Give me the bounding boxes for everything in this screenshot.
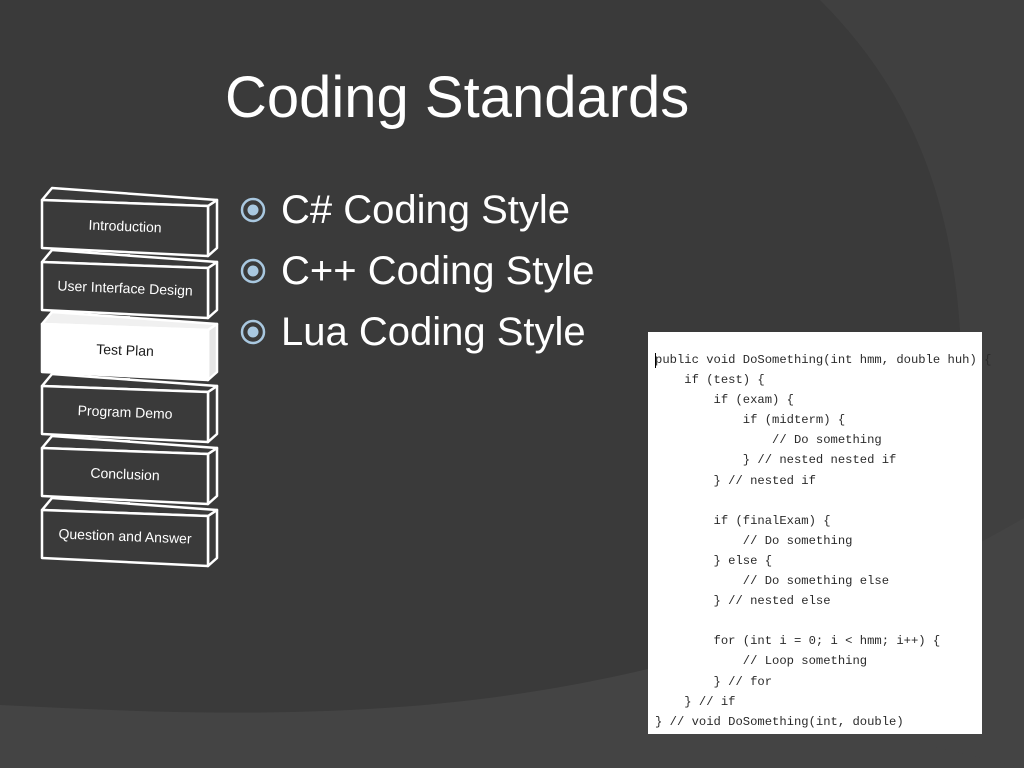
agenda-step-label: Introduction [88, 217, 162, 236]
code-line: if (finalExam) { [655, 513, 831, 528]
circled-dot-icon [240, 258, 266, 284]
code-line: // Loop something [655, 654, 868, 669]
agenda-step: User Interface Design [40, 248, 219, 330]
bullet-text: Lua Coding Style [281, 310, 586, 354]
code-line [655, 491, 982, 511]
agenda-step-label: Test Plan [96, 341, 154, 359]
code-line: } // nested if [655, 473, 816, 488]
code-line: if (midterm) { [655, 413, 846, 428]
circled-dot-icon [240, 197, 266, 223]
code-line: // Do something else [655, 574, 890, 589]
code-line: for (int i = 0; i < hmm; i++) { [655, 634, 941, 649]
slide-title: Coding Standards [225, 65, 690, 130]
agenda-step-label: Conclusion [90, 465, 160, 484]
agenda-step: Program Demo [40, 372, 219, 454]
code-line: if (test) { [655, 373, 765, 388]
bullet-text: C# Coding Style [281, 188, 571, 232]
code-line: // Do something [655, 433, 882, 448]
agenda-step: Question and Answer [40, 496, 219, 568]
code-line: // Do something [655, 533, 853, 548]
code-line: if (exam) { [655, 393, 794, 408]
code-line: } // nested else [655, 594, 831, 609]
code-sample-image: public void DoSomething(int hmm, double … [648, 332, 992, 734]
circled-dot-icon [240, 319, 266, 345]
text-cursor [655, 353, 656, 368]
code-line: public void DoSomething(int hmm, double … [655, 353, 992, 367]
agenda-step-label: User Interface Design [57, 277, 193, 298]
code-line [655, 611, 982, 631]
agenda-step-label: Question and Answer [58, 525, 192, 546]
code-line: } // nested nested if [655, 453, 897, 468]
bullet-text: C++ Coding Style [281, 249, 595, 293]
code-line: } else { [655, 553, 773, 568]
code-line: } // if [655, 694, 736, 709]
agenda-step-label: Program Demo [77, 402, 173, 422]
code-line: } // void DoSomething(int, double) [655, 714, 904, 729]
agenda-step: Conclusion [40, 434, 219, 516]
code-line: } // for [655, 674, 773, 689]
agenda-step: Test Plan [40, 310, 219, 392]
